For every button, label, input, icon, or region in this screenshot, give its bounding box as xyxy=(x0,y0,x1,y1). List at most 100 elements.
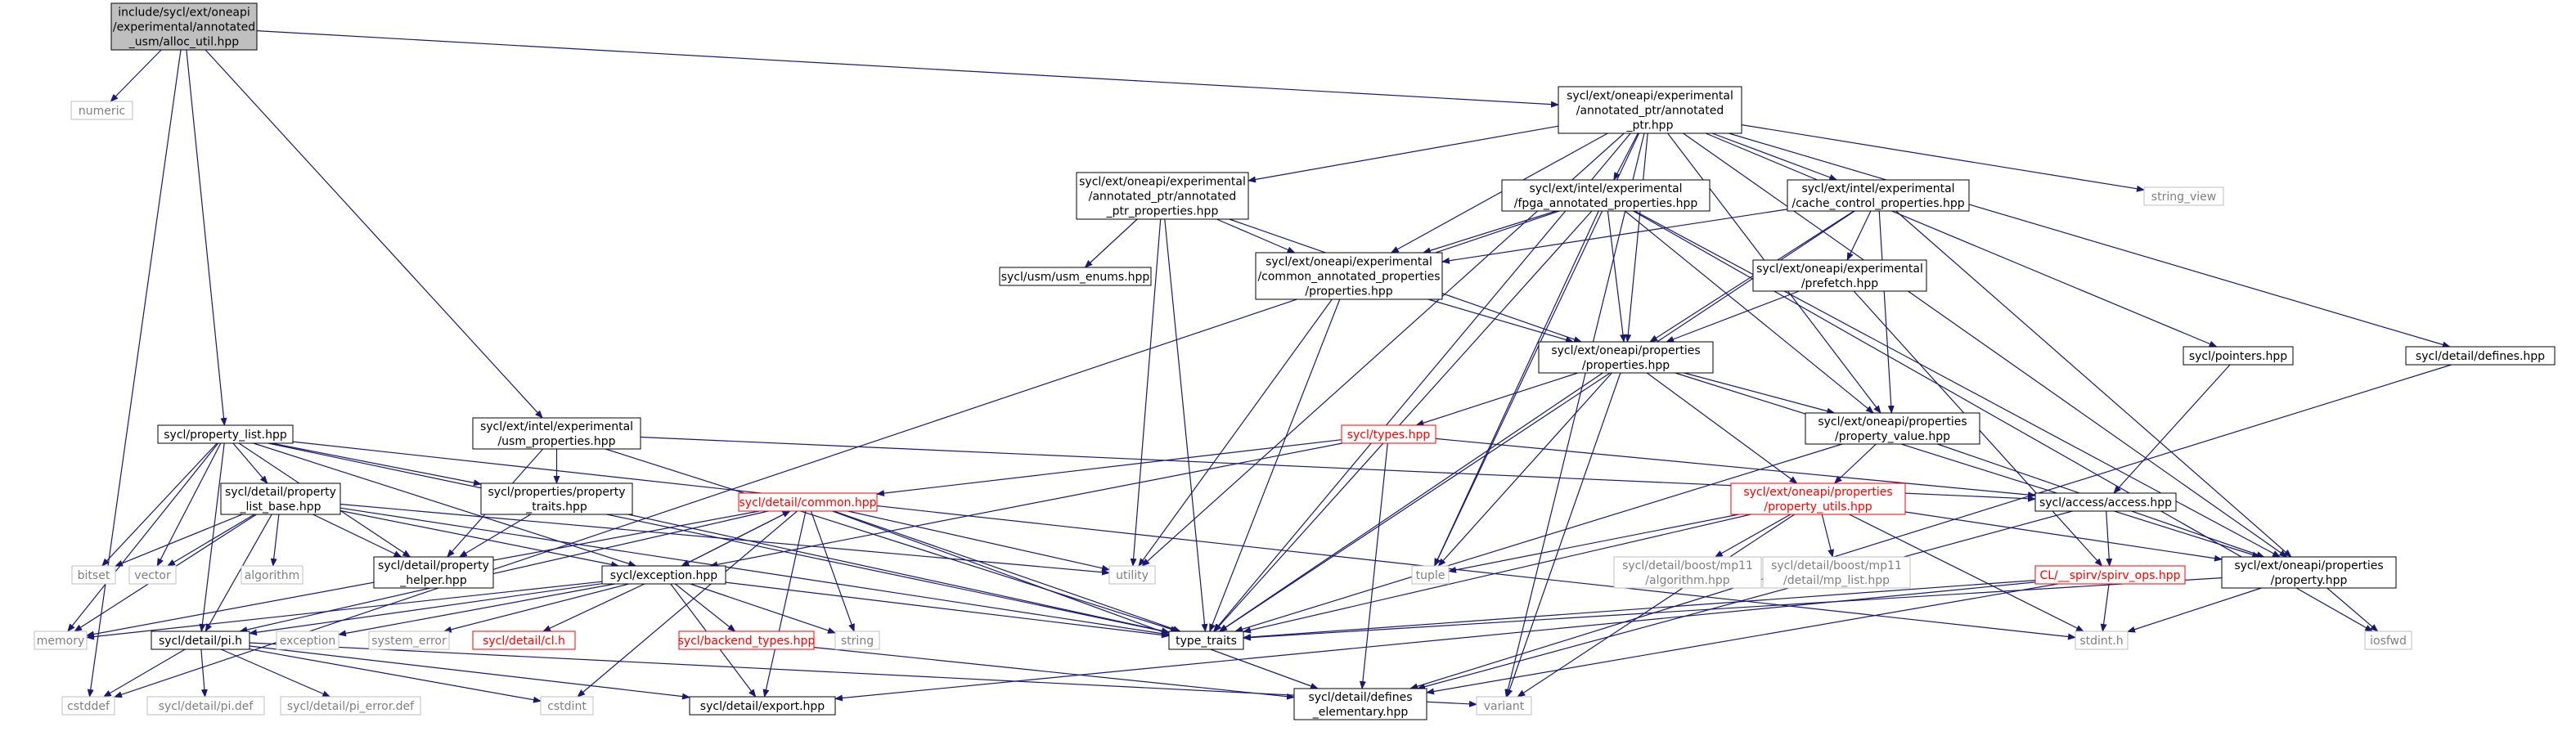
node-box xyxy=(70,101,133,120)
node-label-line: /prefetch.hpp xyxy=(1801,277,1878,290)
edge-annotated_ptr-to-common_annot xyxy=(1390,132,1608,254)
node-annotated-ptr-props[interactable]: sycl/ext/oneapi/experimental/annotated_p… xyxy=(1076,172,1249,220)
edge-access-to-spirv xyxy=(2106,510,2113,567)
edge-plb-to-exception xyxy=(339,509,620,568)
node-label-line: sycl/ext/oneapi/properties xyxy=(2234,559,2383,572)
edge-property-to-stdint xyxy=(2127,587,2262,633)
node-label-line: sycl/ext/oneapi/experimental xyxy=(1567,90,1733,103)
node-label-line: sycl/detail/pi.h xyxy=(159,635,242,648)
edge-plb-to-prop_helper xyxy=(312,514,402,558)
edge-access-to-defines_elem xyxy=(1417,510,2073,690)
node-prefetch[interactable]: sycl/ext/oneapi/experimental/prefetch.hp… xyxy=(1752,259,1927,292)
node-box xyxy=(1341,424,1436,444)
node-defines-elem[interactable]: sycl/detail/defines_elementary.hpp xyxy=(1293,688,1427,720)
node-exception[interactable]: sycl/exception.hpp xyxy=(601,565,726,585)
node-label-line: _list_base.hpp xyxy=(239,500,321,514)
node-cl-h[interactable]: sycl/detail/cl.h xyxy=(472,631,576,650)
node-pi-h[interactable]: sycl/detail/pi.h xyxy=(151,631,250,650)
node-property-value[interactable]: sycl/ext/oneapi/properties/property_valu… xyxy=(1805,412,1980,445)
node-label-line: /fpga_annotated_properties.hpp xyxy=(1514,197,1698,210)
node-cache-ctrl[interactable]: sycl/ext/intel/experimental/cache_contro… xyxy=(1787,179,1970,212)
edge-root-to-property_list xyxy=(186,49,227,426)
node-common-annot[interactable]: sycl/ext/oneapi/experimental/common_anno… xyxy=(1255,252,1443,300)
node-box xyxy=(373,556,494,589)
node-box xyxy=(1613,556,1762,589)
node-defines[interactable]: sycl/detail/defines.hpp xyxy=(2405,346,2556,366)
node-root: include/sycl/ext/oneapi/experimental/ann… xyxy=(110,2,258,51)
edge-prefetch-to-properties xyxy=(1666,290,1800,343)
edge-plb-to-algorithm xyxy=(270,514,280,567)
node-property-list[interactable]: sycl/property_list.hpp xyxy=(157,424,294,444)
edge-cache_ctrl-to-property_value xyxy=(1878,210,1895,414)
node-box xyxy=(480,482,633,515)
node-export[interactable]: sycl/detail/export.hpp xyxy=(689,696,836,716)
node-label-line: /annotated_ptr/annotated xyxy=(1089,191,1236,204)
node-properties[interactable]: sycl/ext/oneapi/properties/properties.hp… xyxy=(1538,341,1714,374)
edge-cache_ctrl-to-properties xyxy=(1649,210,1854,343)
node-type-traits[interactable]: type_traits xyxy=(1168,631,1244,650)
node-stdint: stdint.h xyxy=(2075,631,2129,650)
node-mp11-algo: sycl/detail/boost/mp11/algorithm.hpp xyxy=(1613,556,1762,589)
node-label-line: sycl/detail/property xyxy=(225,486,336,499)
edge-property_list-to-plb xyxy=(232,442,268,484)
node-box xyxy=(146,696,265,716)
node-types[interactable]: sycl/types.hpp xyxy=(1341,424,1436,444)
edge-cache_ctrl-to-property xyxy=(1895,210,2292,558)
node-label-line: memory xyxy=(37,635,85,648)
edge-common-to-type_traits xyxy=(834,510,1181,632)
node-usm-enums[interactable]: sycl/usm/usm_enums.hpp xyxy=(999,267,1152,286)
edge-exception-to-common xyxy=(681,510,791,567)
node-access[interactable]: sycl/access/access.hpp xyxy=(2034,492,2177,512)
edge-property_utils-to-tuple xyxy=(1448,514,1739,573)
edge-properties-to-property_value xyxy=(1684,372,1836,415)
node-label-line: _traits.hpp xyxy=(525,500,587,514)
node-prop-helper[interactable]: sycl/detail/property_helper.hpp xyxy=(373,556,494,589)
node-fpga-props[interactable]: sycl/ext/intel/experimental/fpga_annotat… xyxy=(1501,179,1711,212)
node-usm-props[interactable]: sycl/ext/intel/experimental/usm_properti… xyxy=(472,417,641,450)
edge-plb-to-utility xyxy=(339,503,1110,576)
node-label-line: /algorithm.hpp xyxy=(1645,574,1729,587)
edge-prop_traits-to-prop_helper xyxy=(458,514,532,558)
node-property[interactable]: sycl/ext/oneapi/properties/property.hpp xyxy=(2221,556,2397,589)
edge-pointers-to-access xyxy=(2113,364,2231,494)
node-box xyxy=(34,631,88,650)
node-box xyxy=(1411,565,1450,585)
node-spirv[interactable]: CL/__spirv/spirv_ops.hpp xyxy=(2034,565,2186,585)
edge-property_utils-to-mp11_algo xyxy=(1714,514,1792,558)
edge-spirv-to-defines_elem xyxy=(1426,583,2058,695)
node-annotated-ptr[interactable]: sycl/ext/oneapi/experimental/annotated_p… xyxy=(1558,86,1742,134)
edge-property_list-to-bitset xyxy=(101,442,218,567)
node-label-line: sycl/ext/oneapi/experimental xyxy=(1266,256,1432,269)
node-box xyxy=(1293,688,1427,720)
node-mp11-list: sycl/detail/boost/mp11/detail/mp_list.hp… xyxy=(1762,556,1911,589)
node-box xyxy=(276,631,339,650)
edge-annotated_ptr-to-property xyxy=(1683,132,2288,558)
node-plb[interactable]: sycl/detail/property_list_base.hpp xyxy=(220,482,341,515)
node-box xyxy=(540,696,594,716)
node-prop-traits[interactable]: sycl/properties/property_traits.hpp xyxy=(480,482,633,515)
node-label-line: _helper.hpp xyxy=(399,574,467,587)
node-box xyxy=(601,565,726,585)
edge-exception-to-string xyxy=(690,583,836,634)
node-label-line: sycl/pointers.hpp xyxy=(2189,350,2287,363)
node-label-line: _usm/alloc_util.hpp xyxy=(128,36,239,49)
edge-property_utils-to-property xyxy=(1904,511,2223,562)
node-property-utils[interactable]: sycl/ext/oneapi/properties/property_util… xyxy=(1730,482,1906,515)
node-box xyxy=(2183,346,2294,366)
node-pointers[interactable]: sycl/pointers.hpp xyxy=(2183,346,2294,366)
edge-annotated_ptr-to-type_traits xyxy=(1213,132,1631,632)
edge-annotated_ptr-to-defines xyxy=(1729,132,2451,348)
node-label-line: string_view xyxy=(2151,191,2216,204)
edge-property-to-iosfwd xyxy=(2326,587,2379,632)
node-label-line: exception xyxy=(280,635,335,648)
node-label-line: sycl/detail/boost/mp11 xyxy=(1771,559,1902,572)
edge-property_list-to-memory xyxy=(67,442,219,632)
edge-types-to-defines_elem xyxy=(1359,442,1388,689)
edge-annotated_ptr-to-properties xyxy=(1625,132,1648,343)
node-backend-types[interactable]: sycl/backend_types.hpp xyxy=(678,631,816,650)
node-box xyxy=(241,565,303,585)
node-box xyxy=(2034,492,2177,512)
node-box xyxy=(472,417,641,450)
node-common[interactable]: sycl/detail/common.hpp xyxy=(738,492,878,512)
